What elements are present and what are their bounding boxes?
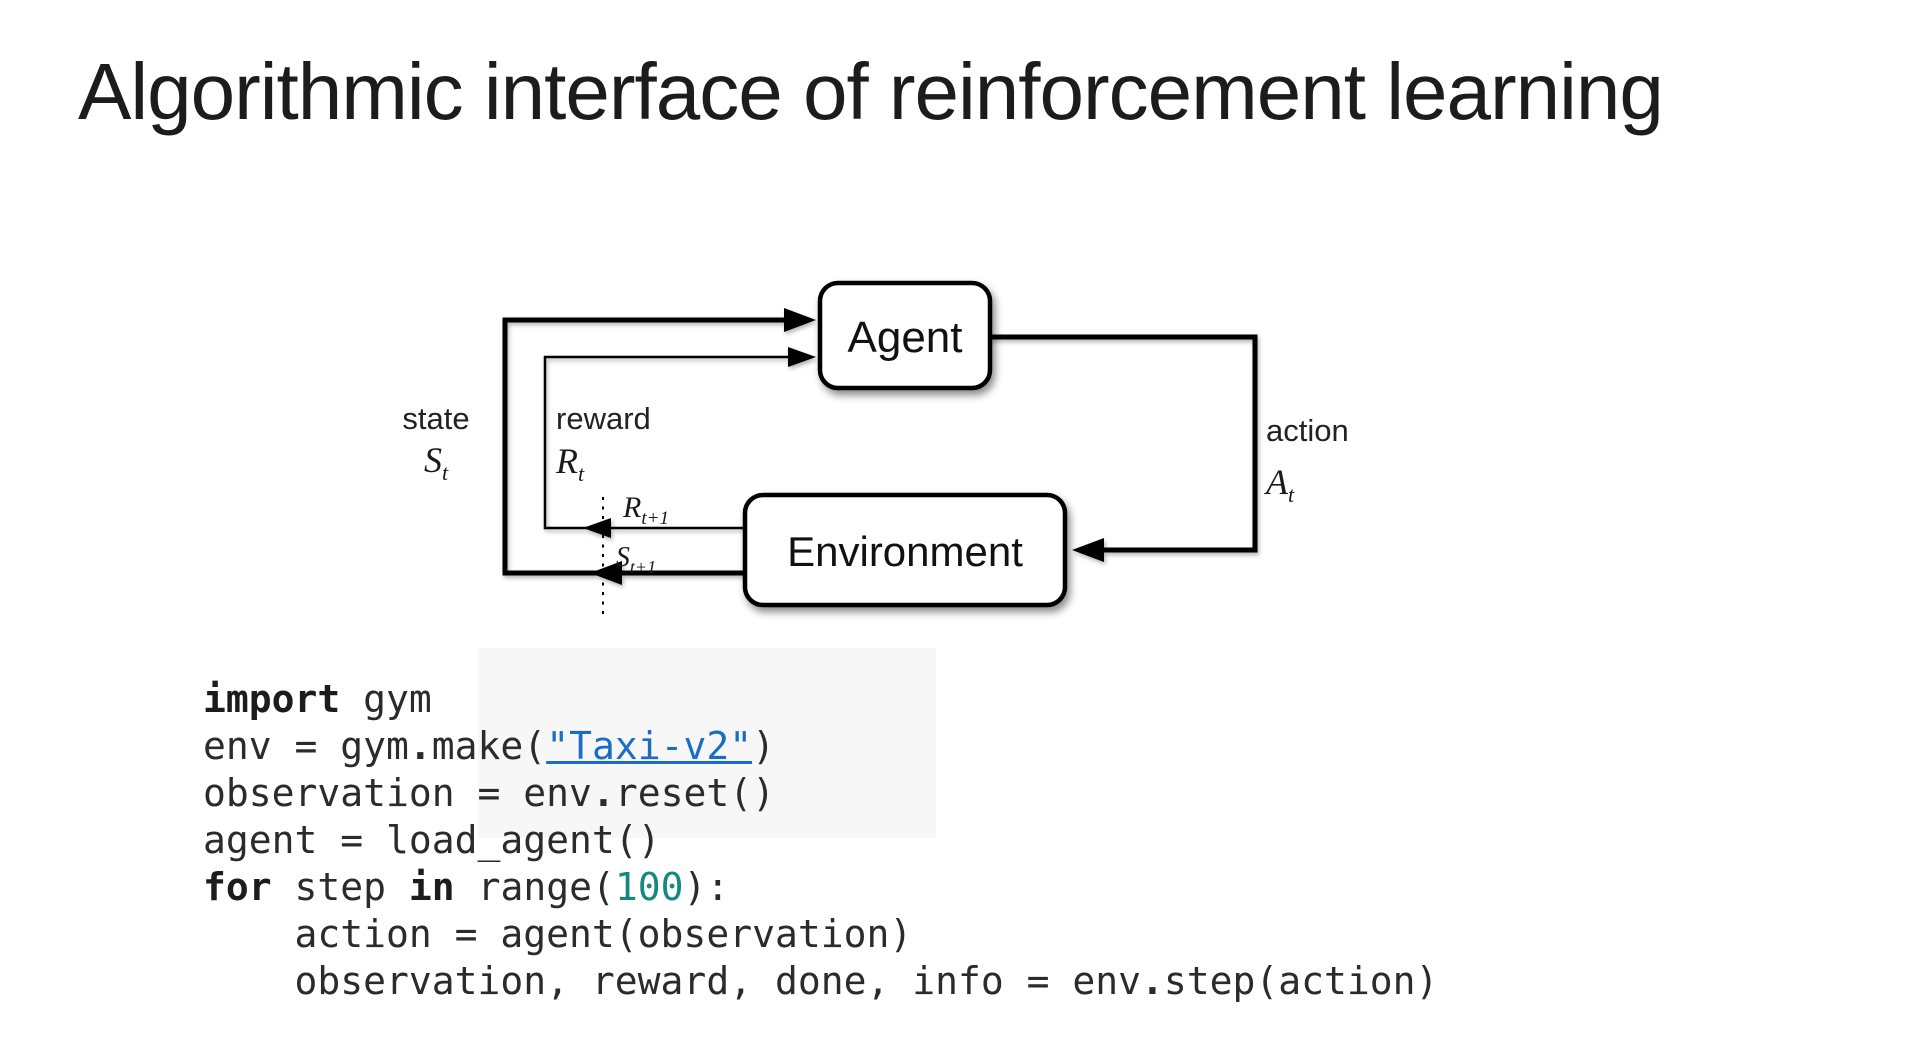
reward-symbol: Rt: [555, 441, 585, 486]
code-token: .: [1141, 959, 1164, 1003]
agent-box: [817, 280, 993, 391]
action-line: [990, 334, 1258, 553]
taxi-v2-link[interactable]: "Taxi-v2": [546, 724, 753, 768]
code-token: action = agent(observation): [203, 912, 913, 956]
code-line: action = agent(observation): [203, 911, 1438, 958]
code-token: range(: [454, 865, 615, 909]
code-token: reset(): [614, 771, 775, 815]
code-line: observation, reward, done, info = env.st…: [203, 958, 1439, 1005]
code-token: for: [203, 865, 272, 909]
reward-line: [543, 355, 792, 530]
code-line: for step in range(100):: [203, 864, 1438, 911]
environment-label: Environment: [787, 528, 1023, 575]
code-token: observation = env: [203, 771, 592, 815]
code-token: ): [752, 724, 775, 768]
code-line: observation = env.reset(): [203, 770, 1438, 817]
next-reward-arrowhead: [583, 518, 611, 538]
agent-label: Agent: [848, 313, 963, 362]
next-state-symbol: St+1: [616, 542, 656, 577]
code-token: env = gym: [203, 724, 409, 768]
action-label: action: [1266, 413, 1349, 448]
code-token: .: [591, 771, 615, 815]
action-arrowhead: [1072, 538, 1104, 562]
page-title: Algorithmic interface of reinforcement l…: [78, 47, 1664, 136]
code-token: observation, reward, done, info = env: [203, 959, 1142, 1003]
code-token: make(: [431, 724, 547, 768]
reward-label: reward: [556, 401, 651, 436]
reward-arrowhead: [788, 347, 816, 367]
code-line: agent = load_agent(): [203, 817, 1438, 864]
action-symbol: At: [1264, 462, 1295, 507]
state-symbol: St: [424, 440, 449, 485]
code-line: import gym: [203, 676, 1438, 723]
code-token: in: [408, 865, 455, 909]
state-label: state: [402, 401, 469, 436]
code-token: import: [203, 677, 341, 721]
state-arrowhead: [784, 308, 816, 332]
environment-box: [742, 492, 1068, 608]
code-token: ):: [683, 865, 730, 909]
code-token: step(action): [1163, 959, 1439, 1003]
code-token: agent = load_agent(): [203, 818, 661, 862]
code-token: step: [271, 865, 409, 909]
code-token: gym: [340, 677, 432, 721]
code-token: .: [408, 724, 432, 768]
code-line: env = gym.make("Taxi-v2"): [203, 723, 1438, 770]
code-token: 100: [614, 865, 684, 909]
next-reward-symbol: Rt+1: [622, 491, 669, 529]
code-background-artifact: [478, 648, 936, 838]
state-line: [502, 317, 790, 576]
next-state-arrowhead: [590, 561, 622, 585]
